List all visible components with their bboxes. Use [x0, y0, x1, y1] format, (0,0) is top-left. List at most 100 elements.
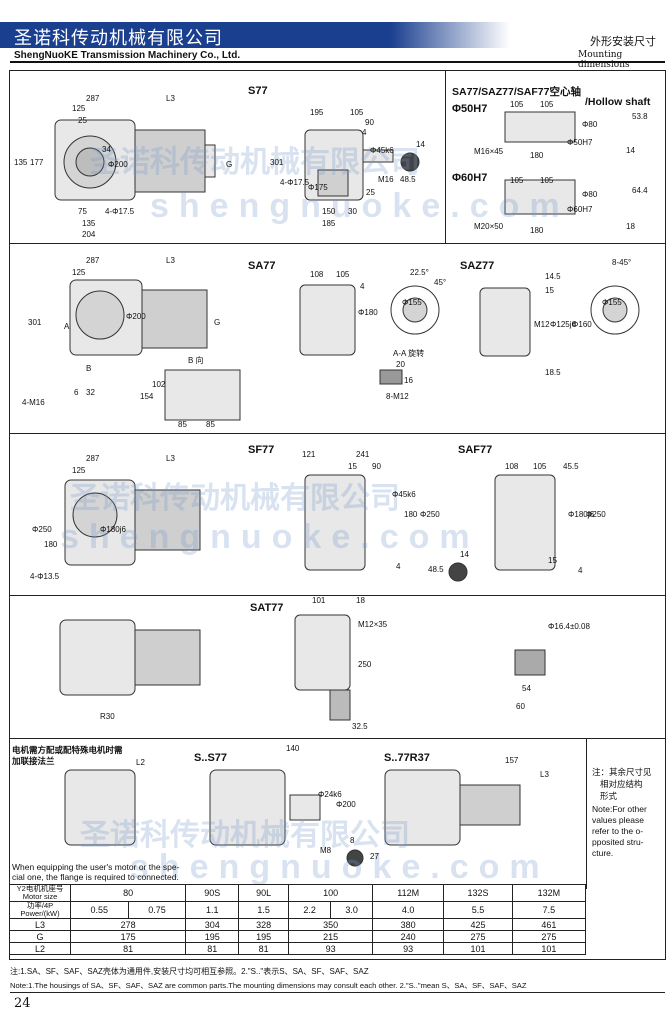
table-cell: 380	[372, 918, 445, 931]
dimension-label: G	[214, 318, 221, 327]
motor-note-en: cial one, the flange is required to conn…	[12, 872, 179, 882]
table-cell: 90S	[185, 884, 240, 902]
dimension-label: 8	[350, 836, 355, 845]
dimension-label: 4-Φ13.5	[30, 572, 60, 581]
hollow-shaft-d60: Φ60H7	[452, 172, 488, 184]
motor-note-cn: 加联接法兰	[12, 756, 55, 766]
dimension-label: 125	[72, 104, 86, 113]
side-note-en: Note:For other	[592, 804, 647, 814]
table-cell: 101	[511, 942, 587, 955]
dimension-table: Y2电机机座号 Motor size 80 90S 90L 100 112M 1…	[9, 884, 587, 955]
dimension-label: 18.5	[545, 368, 561, 377]
dimension-label: 14	[416, 140, 425, 149]
dimension-label: 20	[396, 360, 405, 369]
dimension-label: 125	[72, 466, 86, 475]
dimension-label: Φ200	[126, 312, 146, 321]
dimension-label: Φ250	[32, 525, 52, 534]
dimension-label: 287	[86, 454, 100, 463]
dimension-label: M20×50	[474, 222, 504, 231]
dimension-label: 108	[505, 462, 519, 471]
dimension-label: Φ16.4±0.08	[548, 622, 590, 631]
dimension-label: 105	[540, 176, 554, 185]
dimension-label: 90	[372, 462, 381, 471]
dimension-label: 105	[350, 108, 364, 117]
table-cell: 2.2	[288, 901, 332, 919]
table-row: L3 278 304 328 350 380 425 461	[9, 918, 587, 931]
dimension-label: 4-M16	[22, 398, 45, 407]
dimension-label: Φ200	[336, 800, 356, 809]
header-banner	[0, 22, 390, 48]
row-divider	[9, 738, 665, 739]
table-cell: 175	[69, 930, 187, 943]
column-divider	[445, 71, 446, 243]
dimension-label: 101	[312, 596, 326, 605]
dimension-label: M12×35	[358, 620, 388, 629]
hollow-shaft-title-en: /Hollow shaft	[585, 96, 651, 108]
table-row-label: L2	[9, 942, 71, 955]
table-cell: 1.1	[185, 901, 240, 919]
dimension-label: Φ180	[358, 308, 378, 317]
dimension-label: 121	[302, 450, 316, 459]
dimension-label: 150	[322, 207, 336, 216]
table-cell: 112M	[372, 884, 445, 902]
dimension-label: 102	[152, 380, 166, 389]
table-header-power: 功率/4P Power/(kW)	[9, 901, 71, 919]
dimension-label: 85	[178, 420, 187, 429]
watermark-cn: 圣诺科传动机械有限公司	[80, 818, 410, 853]
dimension-label: 53.8	[632, 112, 648, 121]
table-cell: 81	[69, 942, 187, 955]
table-header-label: Power/(kW)	[20, 909, 60, 918]
watermark-cn: 圣诺科传动机械有限公司	[70, 481, 400, 516]
dimension-label: Φ250	[586, 510, 606, 519]
company-name-cn: 圣诺科传动机械有限公司	[14, 28, 223, 49]
watermark-url: shengnuoke.com	[130, 848, 550, 886]
table-cell: 93	[288, 942, 374, 955]
dimension-label: 14.5	[545, 272, 561, 281]
dimension-label: 4	[396, 562, 401, 571]
dimension-label: 45.5	[563, 462, 579, 471]
dimension-label: L3	[166, 94, 175, 103]
dimension-label: 185	[322, 219, 336, 228]
dimension-label: 105	[510, 100, 524, 109]
dimension-label: 18	[626, 222, 635, 231]
page-number: 24	[14, 996, 31, 1011]
dimension-label: R30	[100, 712, 115, 721]
row-divider	[9, 433, 665, 434]
dimension-label: Φ155	[402, 298, 422, 307]
page-header: 圣诺科传动机械有限公司 ShengNuoKE Transmission Mach…	[0, 0, 670, 70]
hollow-shaft-title: SA77/SAZ77/SAF77空心轴	[452, 86, 581, 98]
table-header-label: Motor size	[22, 892, 58, 901]
dimension-label: 105	[540, 100, 554, 109]
row-divider	[9, 243, 665, 244]
hollow-shaft-d50: Φ50H7	[452, 103, 488, 115]
table-cell: 278	[69, 918, 187, 931]
table-cell: 350	[288, 918, 374, 931]
column-divider	[586, 739, 587, 889]
dimension-label: 4-Φ17.5	[280, 178, 310, 187]
dimension-label: Φ45k6	[392, 490, 416, 499]
table-row-label: L3	[9, 918, 71, 931]
dimension-label: L3	[540, 770, 549, 779]
dimension-label: B	[86, 364, 92, 373]
table-cell: 100	[288, 884, 374, 902]
motor-note-en: When equipping the user's motor or the s…	[12, 862, 180, 872]
watermark-url: shengnuoke.com	[60, 518, 480, 556]
dimension-label: 48.5	[400, 175, 416, 184]
dimension-label: 105	[533, 462, 547, 471]
dimension-label: 6	[74, 388, 79, 397]
dimension-label: 4-Φ17.5	[105, 207, 135, 216]
dimension-label: 90	[365, 118, 374, 127]
dimension-label: Φ80	[582, 120, 598, 129]
table-cell: 5.5	[443, 901, 513, 919]
dimension-label: 16	[404, 376, 413, 385]
dimension-label: 14	[626, 146, 635, 155]
dimension-label: 301	[270, 158, 284, 167]
dimension-label: M12	[534, 320, 550, 329]
side-note-en: pposited stru-	[592, 837, 644, 847]
dimension-label: 64.4	[632, 186, 648, 195]
drawing-title-saz77: SAZ77	[460, 260, 495, 272]
drawing-title-sat77: SAT77	[250, 602, 284, 614]
dimension-label: Φ45k6	[370, 146, 394, 155]
table-cell: 101	[443, 942, 513, 955]
dimension-label: 54	[522, 684, 531, 693]
